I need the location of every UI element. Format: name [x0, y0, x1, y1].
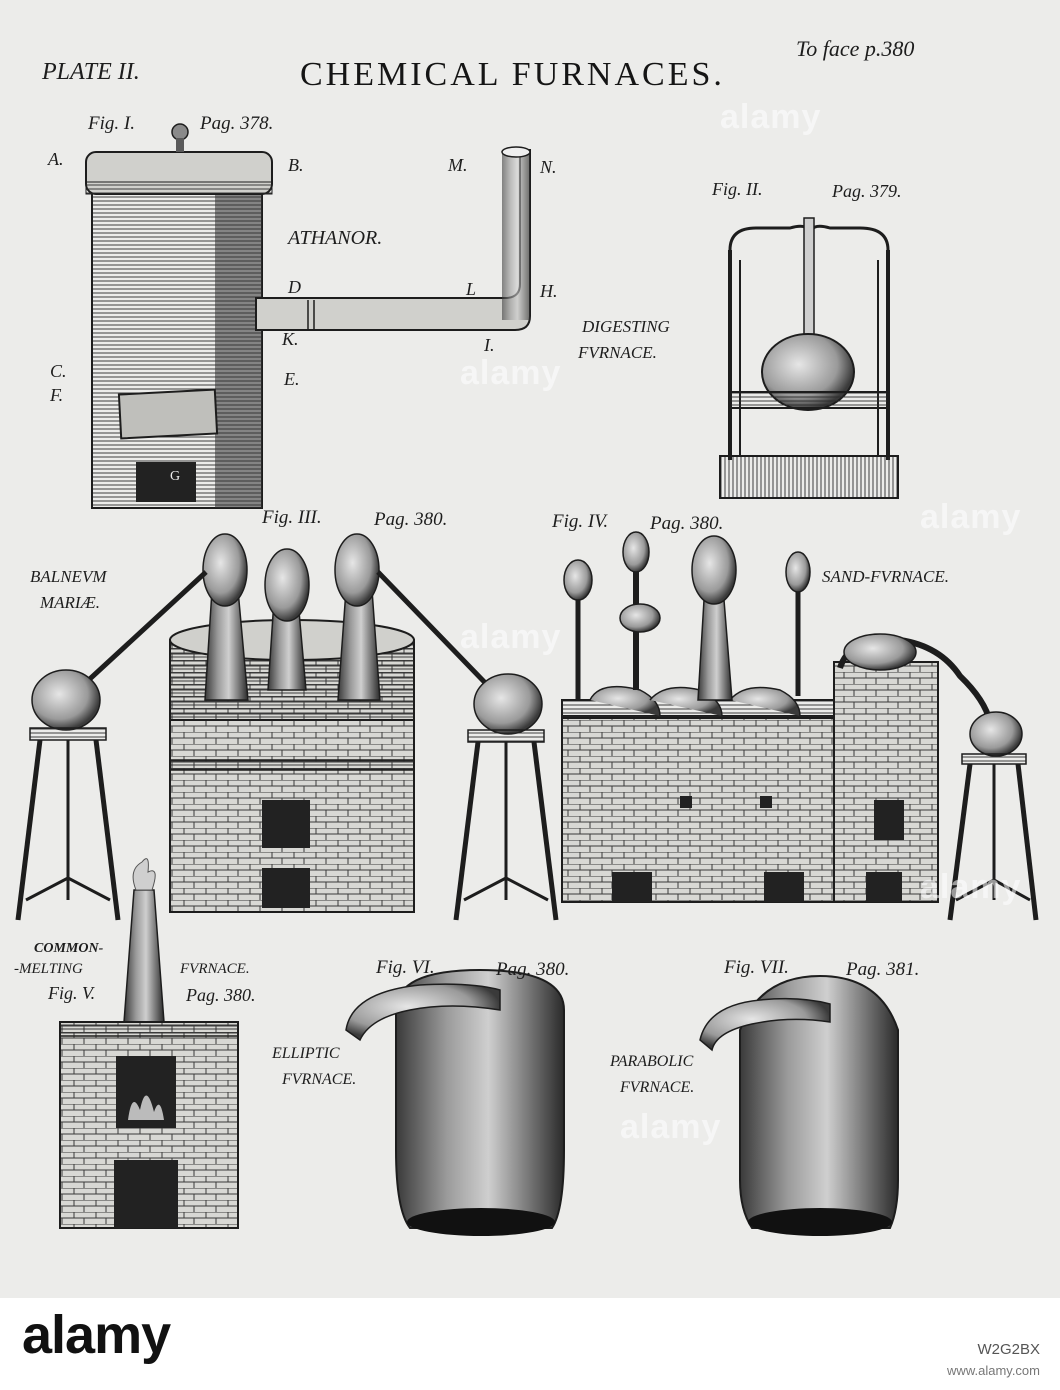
watermark: alamy: [920, 868, 1022, 906]
fig5-name-line3: FVRNACE.: [180, 961, 250, 977]
fig2-caption: Fig. II.: [712, 179, 763, 199]
fig1-letter-h: H.: [540, 281, 558, 301]
fig7-name-line2: FVRNACE.: [620, 1079, 695, 1096]
fig1-letter-m: M.: [448, 155, 468, 175]
elliptic-furnace-figure: [345, 968, 565, 1236]
engraving-illustration: [15, 123, 1039, 1236]
fig3-caption: Fig. III.: [262, 507, 322, 528]
stock-footer: [0, 1298, 1060, 1390]
fig3-name-line2: MARIÆ.: [40, 593, 100, 612]
fig1-letter-n: N.: [540, 157, 557, 177]
stock-url[interactable]: www.alamy.com: [947, 1363, 1040, 1378]
plate-title: CHEMICAL FURNACES.: [300, 56, 725, 93]
fig1-caption: Fig. I.: [88, 113, 135, 134]
fig7-caption: Fig. VII.: [724, 957, 789, 978]
fig1-letter-c: C.: [50, 361, 67, 381]
stock-logo[interactable]: alamy: [22, 1305, 171, 1365]
fig6-name-line1: ELLIPTIC: [272, 1045, 340, 1062]
fig1-letter-a: A.: [48, 149, 64, 169]
page-note: To face p.380: [796, 36, 915, 61]
watermark: alamy: [920, 498, 1022, 536]
athanor-figure: [85, 123, 531, 509]
fig5-name-line2: -MELTING: [14, 961, 83, 977]
fig6-caption: Fig. VI.: [376, 957, 435, 978]
fig5-page: Pag. 380.: [186, 985, 256, 1005]
fig5-name-line1: COMMON-: [34, 941, 104, 956]
fig1-name: ATHANOR.: [288, 227, 383, 249]
fig1-letter-d: D: [288, 277, 301, 297]
fig7-name-line1: PARABOLIC: [610, 1053, 694, 1070]
fig5-caption: Fig. V.: [48, 983, 96, 1003]
fig1-letter-k: K.: [282, 329, 299, 349]
digesting-furnace-figure: [719, 217, 899, 499]
balneum-mariae-figure: [15, 533, 559, 921]
fig1-letter-e: E.: [284, 369, 300, 389]
plate-label: PLATE II.: [42, 59, 140, 85]
fig4-page: Pag. 380.: [650, 513, 724, 534]
fig6-page: Pag. 380.: [496, 959, 570, 980]
fig1-letter-b: B.: [288, 155, 304, 175]
image-id: W2G2BX: [977, 1341, 1040, 1358]
fig3-name-line1: BALNEVM: [30, 567, 107, 586]
watermark: alamy: [620, 1108, 722, 1146]
fig4-name: SAND-FVRNACE.: [822, 567, 950, 586]
fig1-letter-l: L: [466, 279, 477, 299]
fig4-caption: Fig. IV.: [552, 511, 609, 532]
fig2-name-line1: DIGESTING: [582, 317, 670, 336]
fig1-letter-f: F.: [50, 385, 64, 405]
watermark: alamy: [720, 98, 822, 136]
melting-furnace-figure: [59, 858, 239, 1229]
fig6-name-line2: FVRNACE.: [282, 1071, 357, 1088]
fig2-name-line2: FVRNACE.: [578, 343, 657, 362]
fig2-page: Pag. 379.: [832, 181, 902, 201]
watermark: alamy: [460, 618, 562, 656]
fig3-page: Pag. 380.: [374, 509, 448, 530]
engraving-plate: PLATE II. CHEMICAL FURNACES. To face p.3…: [0, 0, 1060, 1298]
fig1-letter-g: G: [170, 469, 181, 484]
fig1-letter-i: I.: [484, 335, 495, 355]
fig1-page: Pag. 378.: [200, 113, 274, 134]
sand-furnace-figure: [561, 531, 1039, 921]
fig7-page: Pag. 381.: [846, 959, 920, 980]
parabolic-furnace-figure: [699, 974, 899, 1236]
watermark: alamy: [460, 354, 562, 392]
